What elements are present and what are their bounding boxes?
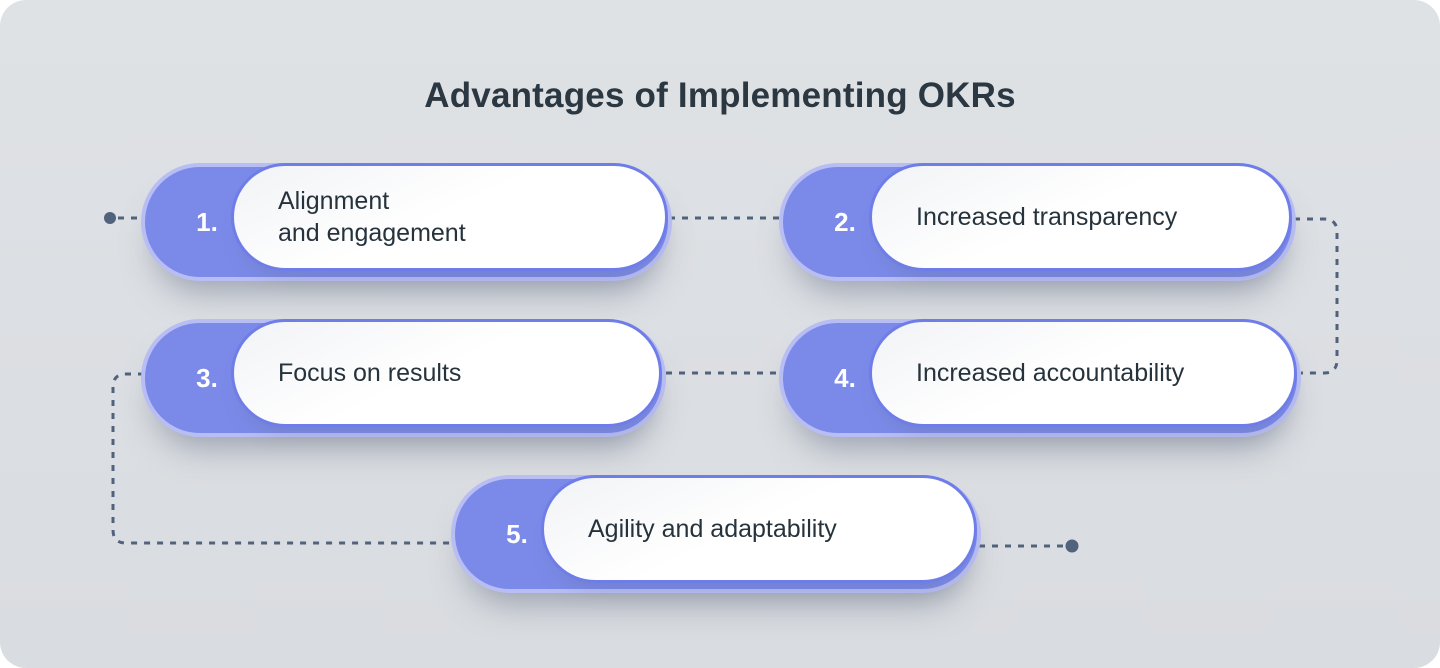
advantage-item-5: Agility and adaptability 5. (455, 475, 977, 589)
connector-item2-to-item4 (1294, 217, 1339, 375)
connector-start-dot (104, 212, 116, 224)
advantage-item-1: Alignment and engagement 1. (145, 163, 668, 277)
pill-label: Increased accountability (916, 358, 1185, 387)
advantage-item-2: Increased transparency 2. (783, 163, 1292, 277)
pill-label-container: Agility and adaptability (541, 475, 977, 583)
pill-label-container: Focus on results (231, 319, 662, 427)
pill-number: 1. (196, 206, 218, 237)
pill-label: Alignment and engagement (278, 186, 466, 248)
page-title: Advantages of Implementing OKRs (424, 76, 1016, 115)
pill-label-container: Alignment and engagement (231, 163, 668, 271)
connector-item3-to-item5 (111, 372, 452, 545)
pill-label: Increased transparency (916, 202, 1178, 231)
connector-end-dot (1065, 539, 1079, 553)
pill-number: 3. (196, 362, 218, 393)
pill-number: 2. (834, 206, 856, 237)
advantage-item-3: Focus on results 3. (145, 319, 662, 433)
pill-number: 4. (834, 362, 856, 393)
pill-label-container: Increased accountability (869, 319, 1297, 427)
pill-label: Agility and adaptability (588, 514, 837, 543)
pill-number: 5. (506, 518, 528, 549)
pill-label-container: Increased transparency (869, 163, 1292, 271)
advantage-item-4: Increased accountability 4. (783, 319, 1297, 433)
pill-label: Focus on results (278, 358, 462, 387)
